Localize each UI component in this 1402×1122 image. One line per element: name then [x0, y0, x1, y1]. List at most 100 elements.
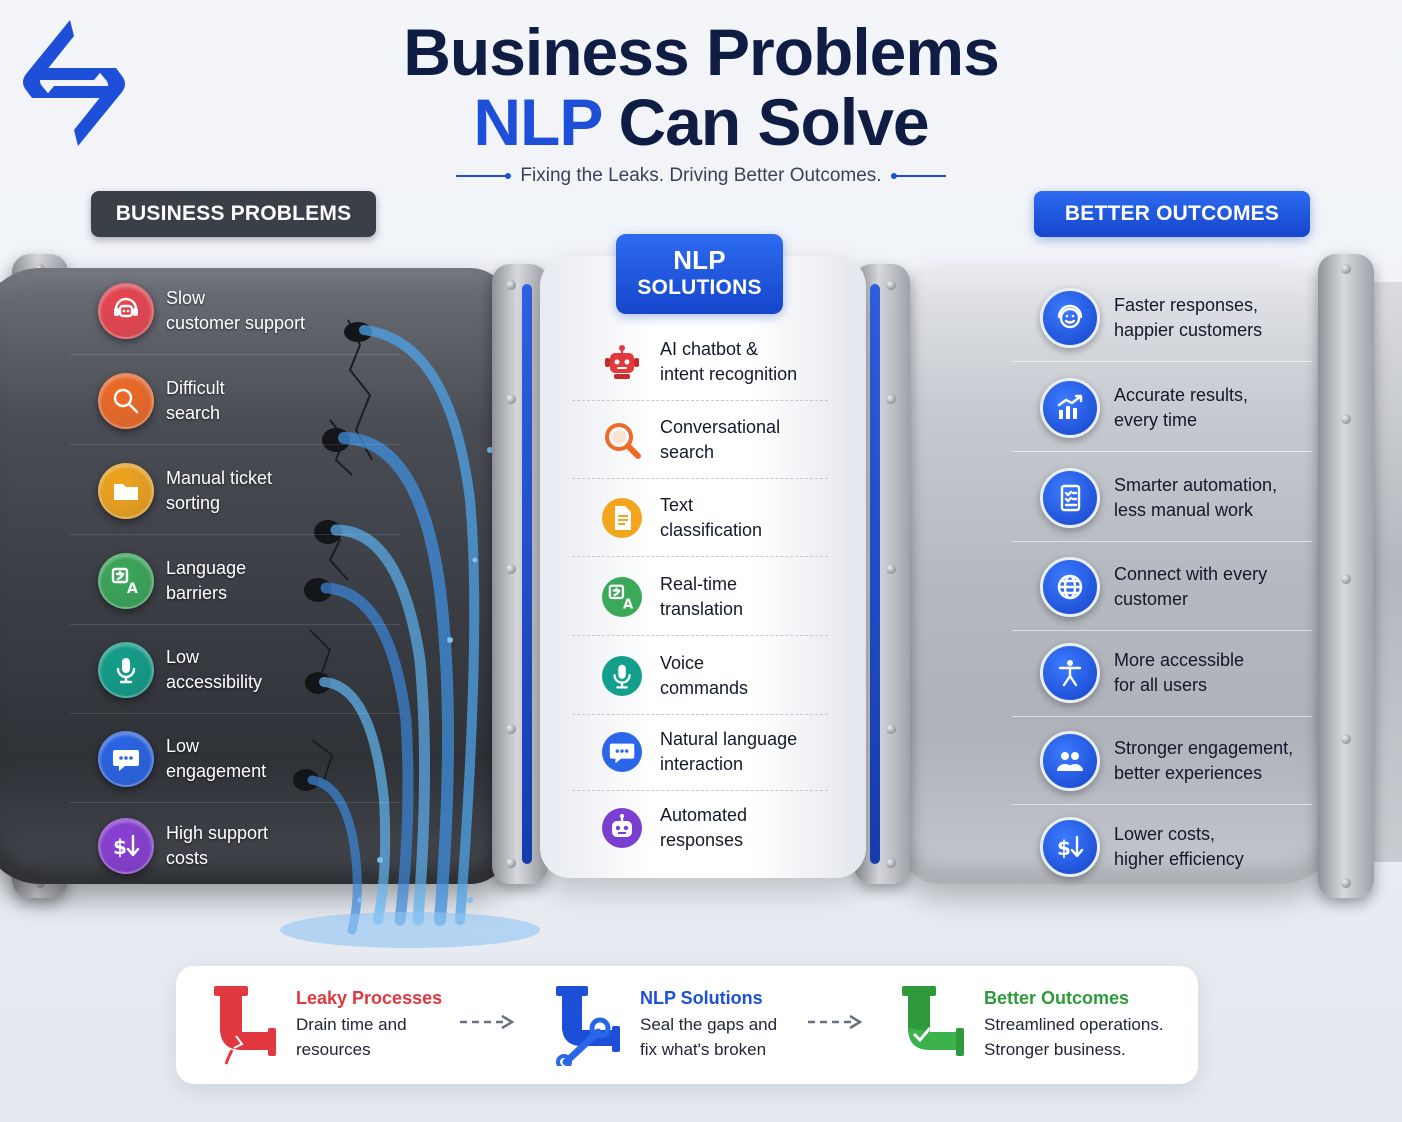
row-divider — [70, 354, 400, 355]
title-highlight: NLP — [473, 85, 602, 159]
outcome-item: Stronger engagement, better experiences — [1040, 726, 1340, 796]
chat-bubble-icon — [598, 728, 646, 776]
outcome-label-line1: Stronger engagement, — [1114, 738, 1294, 758]
row-divider — [70, 444, 400, 445]
nlp-solution-coupling — [540, 256, 866, 878]
microphone-icon — [598, 652, 646, 700]
outcome-label: Accurate results,every time — [1114, 383, 1248, 433]
problem-item: Difficult search — [98, 366, 398, 436]
svg-text:$: $ — [1057, 836, 1071, 860]
dollar-down-icon: $ — [98, 818, 154, 874]
accessibility-icon — [1040, 643, 1100, 703]
row-divider — [572, 635, 828, 636]
legend-panel: Leaky Processes Drain time and resources… — [176, 966, 1198, 1084]
row-divider — [70, 802, 400, 803]
solution-label-line1: Automated — [660, 805, 748, 825]
row-divider — [572, 556, 828, 557]
folder-icon — [98, 463, 154, 519]
problem-label-line2: sorting — [166, 493, 221, 513]
svg-text:A: A — [623, 597, 634, 612]
problem-label-line1: Slow — [166, 288, 206, 308]
document-icon — [598, 494, 646, 542]
problem-item: Slow customer support — [98, 276, 398, 346]
tagline-rule-left — [456, 172, 512, 179]
outcome-label-line1: Connect with every — [1114, 564, 1268, 584]
problem-item: Low engagement — [98, 724, 398, 794]
solution-label-line2: commands — [660, 678, 749, 698]
microphone-icon — [98, 642, 154, 698]
problem-label-line2: accessibility — [166, 672, 263, 692]
outcome-label-line1: Faster responses, — [1114, 295, 1259, 315]
problem-label: Slow customer support — [166, 286, 305, 336]
legend-desc-line2: resources — [296, 1040, 371, 1059]
tagline-rule-right — [890, 172, 946, 179]
row-divider — [70, 534, 400, 535]
row-divider — [70, 624, 400, 625]
better-outcomes-header: BETTER OUTCOMES — [1034, 191, 1310, 237]
title-rest: Can Solve — [618, 85, 930, 159]
row-divider — [1012, 716, 1312, 717]
solution-item: AI chatbot &intent recognition — [598, 330, 828, 394]
brand-logo-icon — [23, 20, 125, 146]
outcome-label-line1: Accurate results, — [1114, 385, 1249, 405]
legend-better-outcomes: Better Outcomes Streamlined operations. … — [900, 984, 1164, 1066]
legend-title: NLP Solutions — [640, 988, 763, 1008]
legend-desc-line1: Streamlined operations. — [984, 1015, 1164, 1034]
problem-label-line2: engagement — [166, 761, 267, 781]
outcome-label-line2: less manual work — [1114, 500, 1254, 520]
chat-bubble-icon — [98, 731, 154, 787]
svg-text:A: A — [127, 581, 138, 597]
outcome-label: Connect with every customer — [1114, 562, 1267, 612]
solution-label-line1: Text — [660, 495, 694, 515]
translate-icon: A — [598, 573, 646, 621]
search-icon — [98, 373, 154, 429]
problem-item: Manual ticket sorting — [98, 456, 398, 526]
problem-label-line2: customer support — [166, 313, 306, 333]
outcome-label-line2: better experiences — [1114, 763, 1263, 783]
arrow-right-icon — [808, 1014, 863, 1030]
outcome-label-line2: for all users — [1114, 675, 1208, 695]
outcome-item: Accurate results,every time — [1040, 373, 1340, 443]
row-divider — [1012, 541, 1312, 542]
problem-label-line1: High support — [166, 823, 269, 843]
solution-item: Automated responses — [598, 796, 828, 860]
solution-label-line1: Conversational — [660, 417, 781, 437]
bar-chart-icon — [1040, 378, 1100, 438]
row-divider — [1012, 630, 1312, 631]
right-end-flange — [1318, 254, 1374, 898]
problem-label-line1: Low — [166, 736, 200, 756]
middle-left-flange — [492, 264, 548, 884]
problem-label-line1: Manual ticket — [166, 468, 273, 488]
svg-text:$: $ — [113, 835, 127, 859]
solution-label-line2: intent recognition — [660, 364, 798, 384]
outcome-item: Smarter automation,less manual work — [1040, 463, 1340, 533]
outcome-label: Smarter automation,less manual work — [1114, 473, 1277, 523]
solution-label-line2: responses — [660, 830, 744, 850]
row-divider — [1012, 451, 1312, 452]
nlp-solutions-header-line2: SOLUTIONS — [637, 276, 762, 299]
checklist-icon — [1040, 468, 1100, 528]
water-leak-illustration — [280, 319, 540, 948]
business-problems-header: BUSINESS PROBLEMS — [91, 191, 376, 237]
problem-label-line2: search — [166, 403, 221, 423]
row-divider — [572, 790, 828, 791]
legend-desc-line1: Seal the gaps and — [640, 1015, 778, 1034]
solution-label-line1: Voice — [660, 653, 705, 673]
solution-label-line2: translation — [660, 599, 744, 619]
row-divider — [572, 400, 828, 401]
problem-label: Difficult search — [166, 376, 225, 426]
sealed-pipe-body — [900, 268, 1340, 884]
solution-label: Automated responses — [660, 803, 747, 853]
problem-label-line1: Difficult — [166, 378, 225, 398]
row-divider — [70, 713, 400, 714]
row-divider — [572, 714, 828, 715]
solution-label-line2: interaction — [660, 754, 744, 774]
outcome-label-line2: customer — [1114, 589, 1189, 609]
